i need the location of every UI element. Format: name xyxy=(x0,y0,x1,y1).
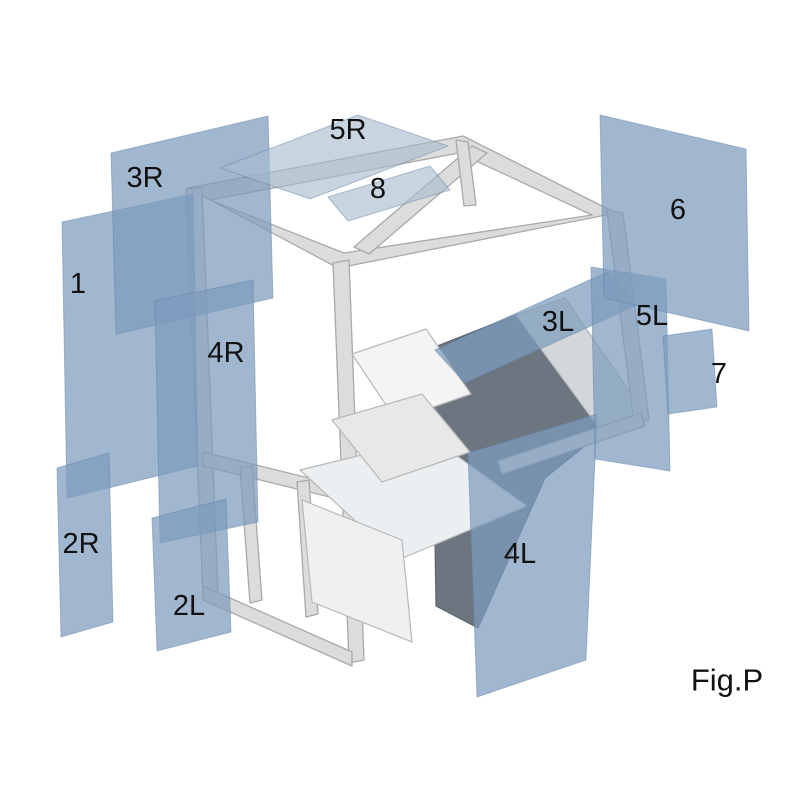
glass-panel-5R xyxy=(218,114,450,200)
seat-base xyxy=(331,393,471,483)
part-label-7: 7 xyxy=(711,358,727,390)
part-label-3L: 3L xyxy=(542,306,574,338)
roof-crossbeam xyxy=(353,145,488,255)
part-label-6: 6 xyxy=(670,194,686,226)
front-lower-panel xyxy=(301,499,413,643)
glass-panel-4R xyxy=(154,279,259,544)
part-label-8: 8 xyxy=(370,173,386,205)
glass-panel-7 xyxy=(662,328,718,415)
glass-panel-8 xyxy=(327,165,451,222)
part-label-2L: 2L xyxy=(173,590,205,622)
part-label-5R: 5R xyxy=(329,114,366,146)
glass-panel-6 xyxy=(599,114,750,332)
part-label-3R: 3R xyxy=(126,162,163,194)
glass-panel-2L xyxy=(151,498,232,652)
part-label-1: 1 xyxy=(70,268,86,300)
part-label-4L: 4L xyxy=(504,538,536,570)
part-label-4R: 4R xyxy=(207,337,244,369)
glass-panel-2R xyxy=(56,452,114,638)
glass-panel-4L xyxy=(467,413,598,698)
part-label-5L: 5L xyxy=(636,300,668,332)
glass-panels xyxy=(56,114,750,698)
rear-pillar-stub xyxy=(455,139,477,207)
part-labels: 1 3R 5R8 6 5L 7 3L 4R 4L 2R 2L xyxy=(62,114,727,622)
part-label-2R: 2R xyxy=(62,528,99,560)
figure-caption: Fig.P xyxy=(691,663,763,698)
